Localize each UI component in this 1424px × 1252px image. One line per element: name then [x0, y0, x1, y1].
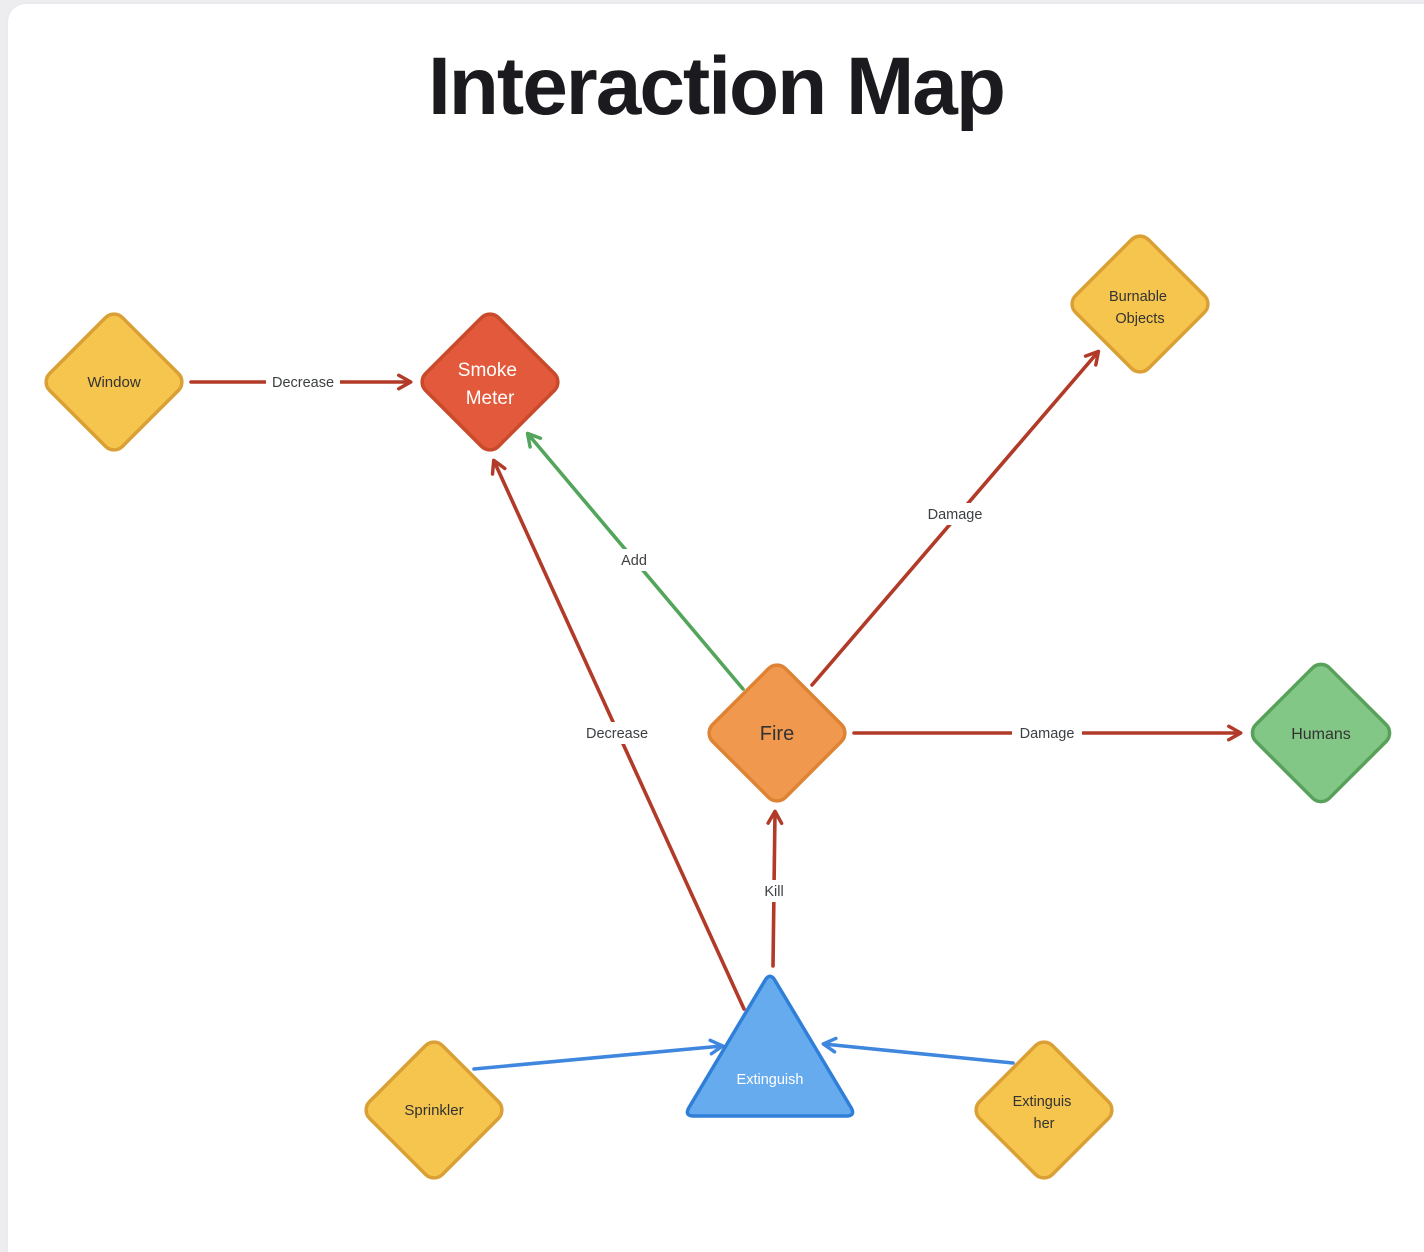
- smoke-meter-diamond[interactable]: [417, 309, 563, 455]
- node-burnable-objects[interactable]: Burnable Objects: [1067, 231, 1213, 377]
- node-fire[interactable]: Fire: [704, 660, 850, 806]
- extinguish-triangle[interactable]: [685, 974, 855, 1118]
- nodes-layer: Window Smoke Meter Burnable Objects Fire…: [41, 231, 1394, 1183]
- node-burnable-objects-label: Burnable Objects: [1109, 289, 1171, 327]
- fire-diamond[interactable]: [704, 660, 850, 806]
- node-sprinkler-label: Sprinkler: [404, 1102, 463, 1119]
- node-extinguisher-label: Extinguis her: [1013, 1094, 1076, 1132]
- edge-sprinkler-to-extinguish: [472, 1038, 725, 1071]
- node-smoke-meter-label: Smoke Meter: [458, 360, 522, 409]
- node-extinguish[interactable]: Extinguish: [685, 974, 855, 1118]
- page-title: Interaction Map: [428, 41, 1006, 132]
- edge-label-decrease: Decrease: [272, 375, 334, 391]
- edge-label-bg: [266, 371, 340, 393]
- window-diamond[interactable]: [41, 309, 187, 455]
- extinguisher-diamond[interactable]: [971, 1037, 1117, 1183]
- node-fire-label: Fire: [760, 723, 794, 745]
- edge-extinguisher-to-extinguish: [821, 1036, 1015, 1065]
- node-window[interactable]: Window: [41, 309, 187, 455]
- node-window-label: Window: [87, 374, 141, 391]
- node-extinguish-label: Extinguish: [737, 1072, 804, 1088]
- edge-label-bg: [580, 722, 654, 744]
- edge-label-decrease-2: Decrease: [586, 726, 648, 742]
- edge-label-bg: [614, 549, 654, 571]
- edge-labels-layer: Decrease Add Damage Damage Kill Decrease: [266, 371, 1082, 902]
- edge-label-bg: [1012, 722, 1082, 744]
- node-humans[interactable]: Humans: [1247, 659, 1394, 806]
- humans-diamond[interactable]: [1247, 659, 1394, 806]
- node-humans-label: Humans: [1291, 726, 1351, 743]
- node-smoke-meter[interactable]: Smoke Meter: [417, 309, 563, 455]
- edges-layer: [189, 349, 1243, 1071]
- edge-label-damage-burnable: Damage: [928, 507, 983, 523]
- sprinkler-diamond[interactable]: [361, 1037, 507, 1183]
- edge-label-add: Add: [621, 553, 647, 569]
- edge-label-damage-humans: Damage: [1020, 726, 1075, 742]
- edge-label-kill: Kill: [764, 884, 783, 900]
- edge-label-bg: [757, 880, 791, 902]
- node-sprinkler[interactable]: Sprinkler: [361, 1037, 507, 1183]
- edge-label-bg: [920, 503, 990, 525]
- node-extinguisher[interactable]: Extinguis her: [971, 1037, 1117, 1183]
- burnable-objects-diamond[interactable]: [1067, 231, 1213, 377]
